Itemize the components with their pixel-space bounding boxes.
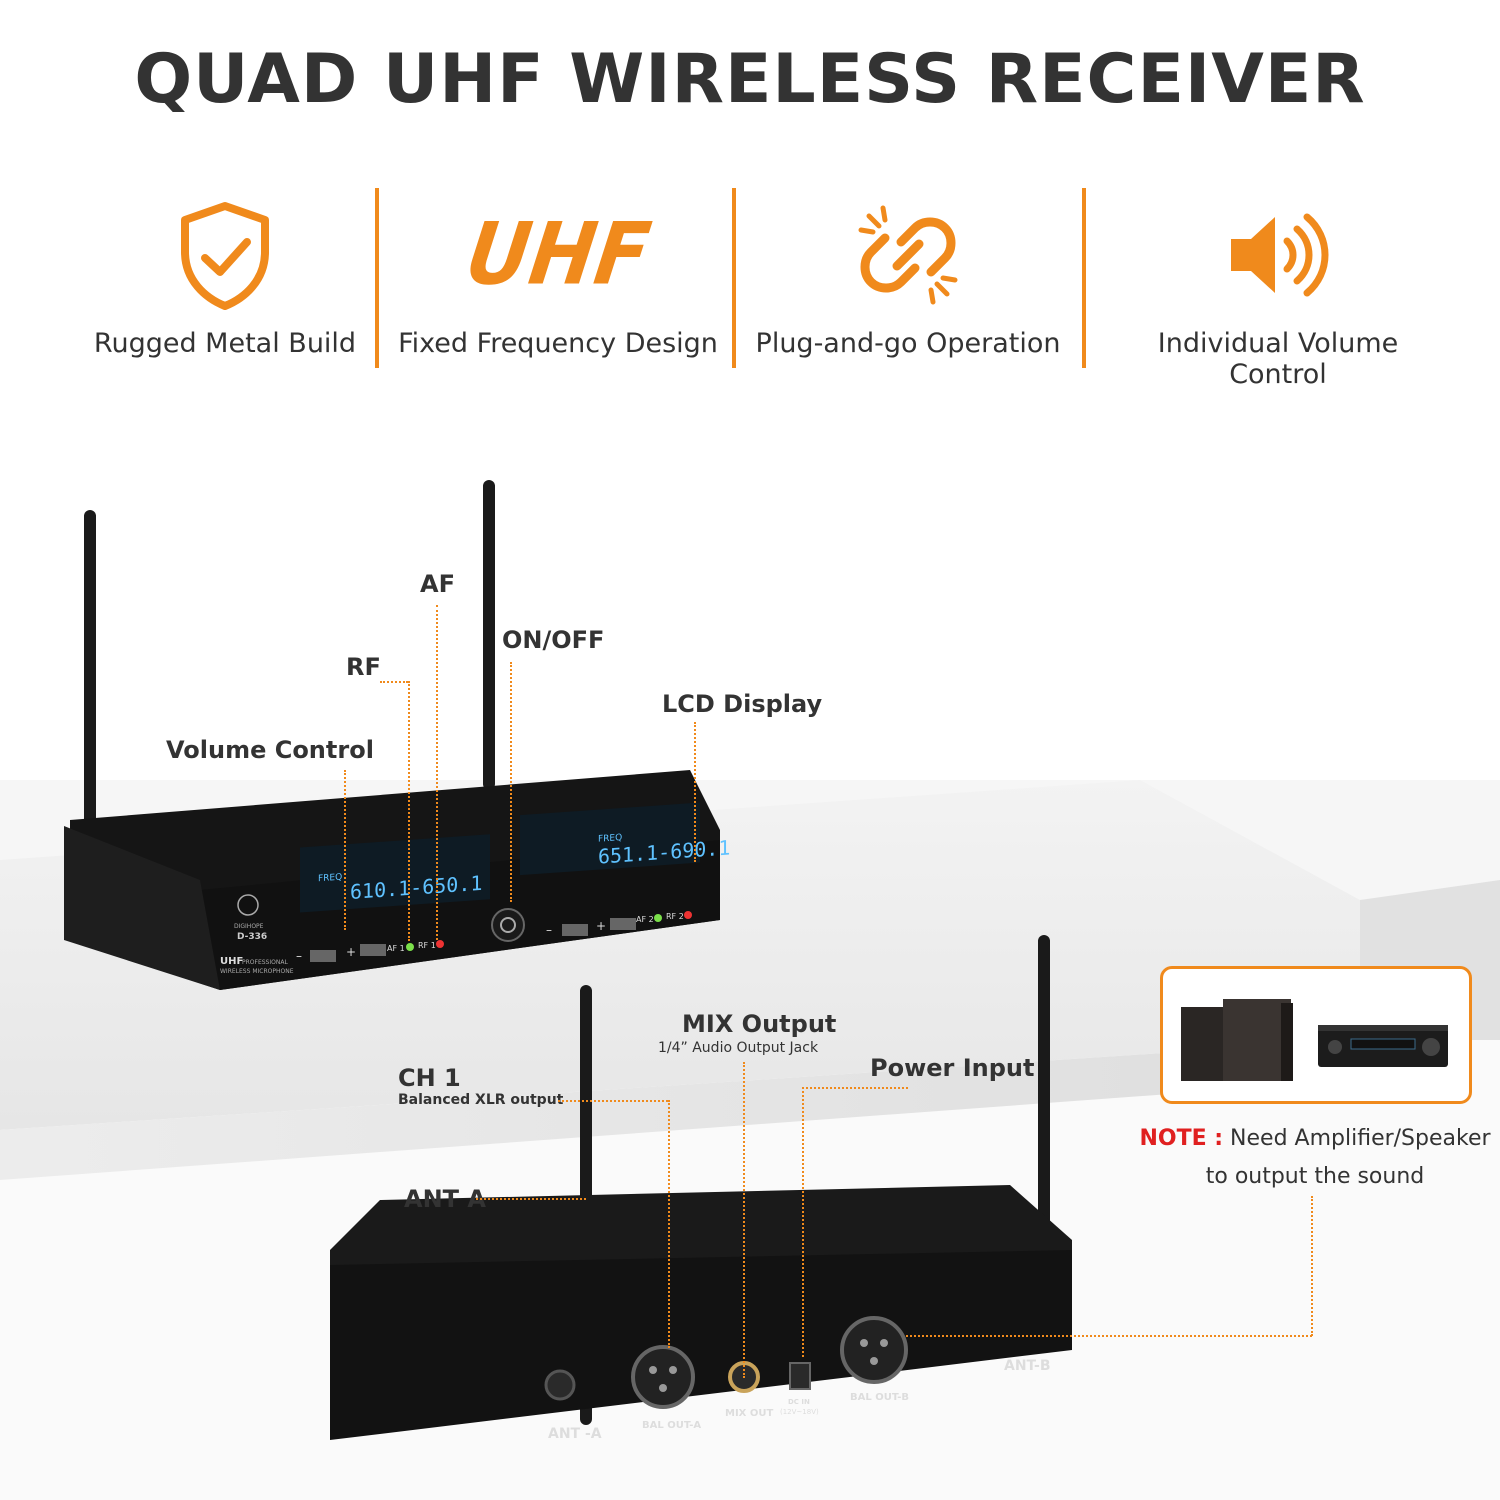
leader-line <box>743 1062 745 1378</box>
svg-text:BAL OUT-B: BAL OUT-B <box>850 1392 909 1403</box>
shield-check-icon <box>55 200 395 310</box>
leader-line <box>906 1335 1312 1337</box>
leader-line <box>694 722 696 862</box>
note-text-line1: NOTE : Need Amplifier/Speaker <box>1139 1126 1491 1151</box>
feature-rugged: Rugged Metal Build <box>55 180 395 380</box>
feature-frequency: UHF Fixed Frequency Design <box>388 180 728 380</box>
callout-ch1: CH 1 <box>398 1064 461 1092</box>
svg-text:MIX OUT: MIX OUT <box>725 1408 773 1419</box>
callout-af: AF <box>420 570 455 598</box>
leader-line <box>408 681 410 941</box>
brand-logo <box>237 894 259 916</box>
xlr-b-connector <box>840 1316 908 1384</box>
ant-a-connector <box>544 1369 576 1401</box>
speaker-volume-icon <box>1108 200 1448 310</box>
page-title: QUAD UHF WIRELESS RECEIVER <box>134 40 1366 119</box>
leader-line <box>476 1198 586 1200</box>
svg-text:RF 2: RF 2 <box>666 912 684 921</box>
callout-ant-a: ANT A <box>404 1185 486 1213</box>
svg-text:(12V~18V): (12V~18V) <box>780 1408 819 1416</box>
svg-text:ANT-B: ANT-B <box>1004 1358 1051 1374</box>
rf2-led <box>684 911 692 919</box>
dc-in-jack <box>789 1362 811 1390</box>
leader-line <box>802 1087 908 1089</box>
svg-text:ANT -A: ANT -A <box>548 1426 602 1442</box>
note-box <box>1160 966 1472 1104</box>
feature-divider <box>732 188 736 368</box>
feature-volume: Individual Volume Control <box>1108 180 1448 390</box>
feature-label: Rugged Metal Build <box>93 328 357 359</box>
callout-power-input: Power Input <box>870 1054 1035 1082</box>
volume-down-a-button[interactable] <box>310 950 336 962</box>
callout-volume: Volume Control <box>166 736 374 764</box>
leader-line <box>344 770 346 930</box>
leader-line <box>1311 1196 1313 1336</box>
af1-led <box>406 943 414 951</box>
leader-line <box>436 605 438 940</box>
feature-plug: Plug-and-go Operation <box>738 180 1078 380</box>
callout-rf: RF <box>346 653 381 681</box>
af2-led <box>654 914 662 922</box>
note-text-line2: to output the sound <box>1205 1164 1425 1189</box>
svg-text:UHF: UHF <box>220 956 243 967</box>
callout-on-off: ON/OFF <box>502 626 605 654</box>
svg-text:PROFESSIONAL: PROFESSIONAL <box>242 959 288 966</box>
rear-receiver: ANT -A BAL OUT-A MIX OUT DC IN (12V~18V)… <box>330 935 1072 1442</box>
volume-up-b-button[interactable] <box>610 918 636 930</box>
svg-text:DIGIHOPE: DIGIHOPE <box>234 923 264 930</box>
leader-line <box>558 1100 668 1102</box>
svg-text:+: + <box>346 945 356 959</box>
leader-line <box>380 681 408 683</box>
svg-text:D-336: D-336 <box>237 932 267 942</box>
feature-label: Plug-and-go Operation <box>755 328 1061 359</box>
speakers-amplifier-image <box>1181 999 1448 1081</box>
svg-text:FREQ: FREQ <box>598 833 622 845</box>
svg-text:FREQ: FREQ <box>318 873 342 885</box>
svg-text:RF 1: RF 1 <box>418 941 436 950</box>
svg-text:AF 1: AF 1 <box>387 944 405 953</box>
power-button[interactable] <box>491 908 525 942</box>
svg-text:BAL OUT-A: BAL OUT-A <box>642 1420 701 1431</box>
callout-ch1-sub: Balanced XLR output <box>398 1092 564 1108</box>
rf1-led <box>436 940 444 948</box>
callout-lcd: LCD Display <box>662 690 823 718</box>
feature-divider <box>375 188 379 368</box>
svg-text:DC IN: DC IN <box>788 1398 810 1406</box>
xlr-a-connector <box>631 1345 695 1409</box>
volume-down-b-button[interactable] <box>562 924 588 936</box>
svg-text:+: + <box>596 919 606 933</box>
svg-text:–: – <box>296 949 302 963</box>
feature-label: Fixed Frequency Design <box>398 328 718 359</box>
uhf-text-icon: UHF <box>460 205 656 305</box>
plug-link-icon <box>738 200 1078 310</box>
leader-line <box>802 1087 804 1357</box>
feature-label: Individual Volume Control <box>1157 328 1399 390</box>
svg-text:WIRELESS MICROPHONE: WIRELESS MICROPHONE <box>220 968 294 975</box>
callout-mix-output-sub: 1/4” Audio Output Jack <box>658 1040 819 1056</box>
leader-line <box>510 662 512 902</box>
feature-divider <box>1082 188 1086 368</box>
callout-mix-output: MIX Output <box>682 1010 837 1038</box>
leader-line <box>668 1100 670 1348</box>
svg-text:AF 2: AF 2 <box>636 915 654 924</box>
volume-up-a-button[interactable] <box>360 944 386 956</box>
front-receiver: 610.1-650.1 651.1-690.1 FREQ FREQ AF 1 R… <box>64 480 730 990</box>
svg-text:–: – <box>546 923 552 937</box>
